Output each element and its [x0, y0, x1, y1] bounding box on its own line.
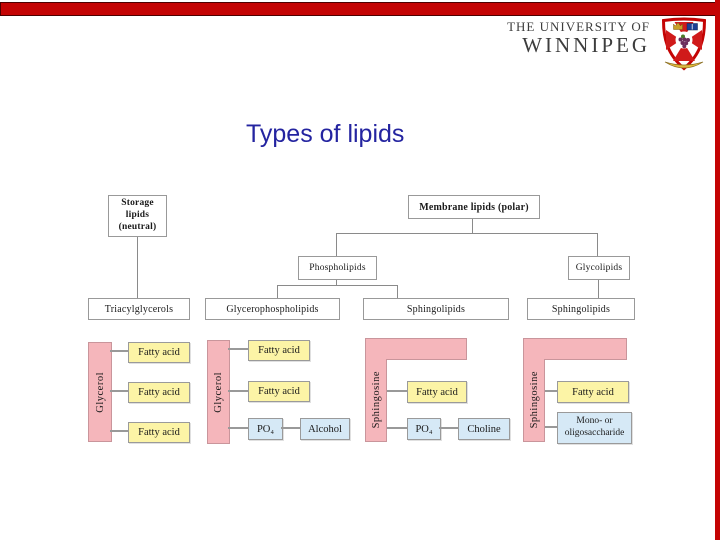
bond-line — [439, 427, 458, 429]
connector-phospholipids-branch — [277, 285, 397, 286]
right-accent-stripe — [715, 0, 720, 540]
top-accent-bar — [0, 2, 720, 16]
component-fatty-acid: Fatty acid — [248, 381, 310, 402]
university-wordmark: THE UNIVERSITY OF WINNIPEG — [507, 19, 650, 58]
component-oligosaccharide: Mono- or oligosaccharide — [557, 412, 632, 444]
flow-box-glycolipids: Glycolipids — [568, 256, 630, 280]
connector-storage-stem — [137, 235, 138, 298]
connector-to-phospholipids — [336, 233, 337, 256]
backbone-sphingosine-1: Sphingosine — [365, 360, 387, 440]
connector-to-sphingolipids-1 — [397, 285, 398, 298]
flow-box-phospholipids: Phospholipids — [298, 256, 377, 280]
backbone-sphingosine-2: Sphingosine — [523, 360, 545, 440]
connector-to-glycerophospholipids — [277, 285, 278, 298]
connector-membrane-branch — [336, 233, 598, 234]
backbone-sphingosine-1-label: Sphingosine — [370, 371, 382, 429]
bond-line — [545, 426, 557, 428]
component-choline: Choline — [458, 418, 510, 440]
flow-box-sphingolipids-2: Sphingolipids — [527, 298, 635, 320]
university-crest-icon — [660, 16, 708, 77]
bond-line — [228, 390, 248, 392]
bond-line — [228, 427, 248, 429]
backbone-glycerol-2: Glycerol — [207, 340, 230, 444]
bond-line — [545, 390, 557, 392]
backbone-glycerol-1-label: Glycerol — [94, 371, 106, 413]
component-po4: PO₄ — [248, 418, 283, 440]
bond-line — [110, 430, 128, 432]
backbone-sphingosine-2-shape — [523, 338, 627, 442]
component-fatty-acid: Fatty acid — [248, 340, 310, 361]
bond-line — [110, 390, 128, 392]
flow-box-membrane-lipids: Membrane lipids (polar) — [408, 195, 540, 219]
component-alcohol: Alcohol — [300, 418, 350, 440]
bond-line — [110, 350, 128, 352]
bond-line — [387, 390, 407, 392]
component-fatty-acid: Fatty acid — [128, 382, 190, 403]
component-fatty-acid: Fatty acid — [407, 381, 467, 403]
bond-line — [281, 427, 300, 429]
component-po4: PO₄ — [407, 418, 441, 440]
backbone-sphingosine-1-shape — [365, 338, 467, 442]
bond-line — [387, 427, 407, 429]
backbone-sphingosine-2-label: Sphingosine — [528, 371, 540, 429]
bond-line — [228, 348, 248, 350]
connector-phospholipids-stem — [336, 278, 337, 285]
university-wordmark-line1: THE UNIVERSITY OF — [507, 19, 650, 34]
connector-membrane-stem — [472, 217, 473, 233]
flow-box-storage-lipids: Storage lipids (neutral) — [108, 195, 167, 237]
page-title: Types of lipids — [246, 120, 405, 148]
component-fatty-acid: Fatty acid — [128, 342, 190, 363]
backbone-glycerol-2-label: Glycerol — [213, 371, 224, 413]
university-wordmark-line2: WINNIPEG — [522, 33, 650, 58]
component-fatty-acid: Fatty acid — [128, 422, 190, 443]
backbone-glycerol-1: Glycerol — [88, 342, 112, 442]
flow-box-sphingolipids-1: Sphingolipids — [363, 298, 509, 320]
flow-box-glycerophospholipids: Glycerophospholipids — [205, 298, 340, 320]
flow-box-triacylglycerols: Triacylglycerols — [88, 298, 190, 320]
component-fatty-acid: Fatty acid — [557, 381, 629, 403]
connector-to-glycolipids — [597, 233, 598, 256]
connector-to-sphingolipids-2 — [598, 278, 599, 298]
